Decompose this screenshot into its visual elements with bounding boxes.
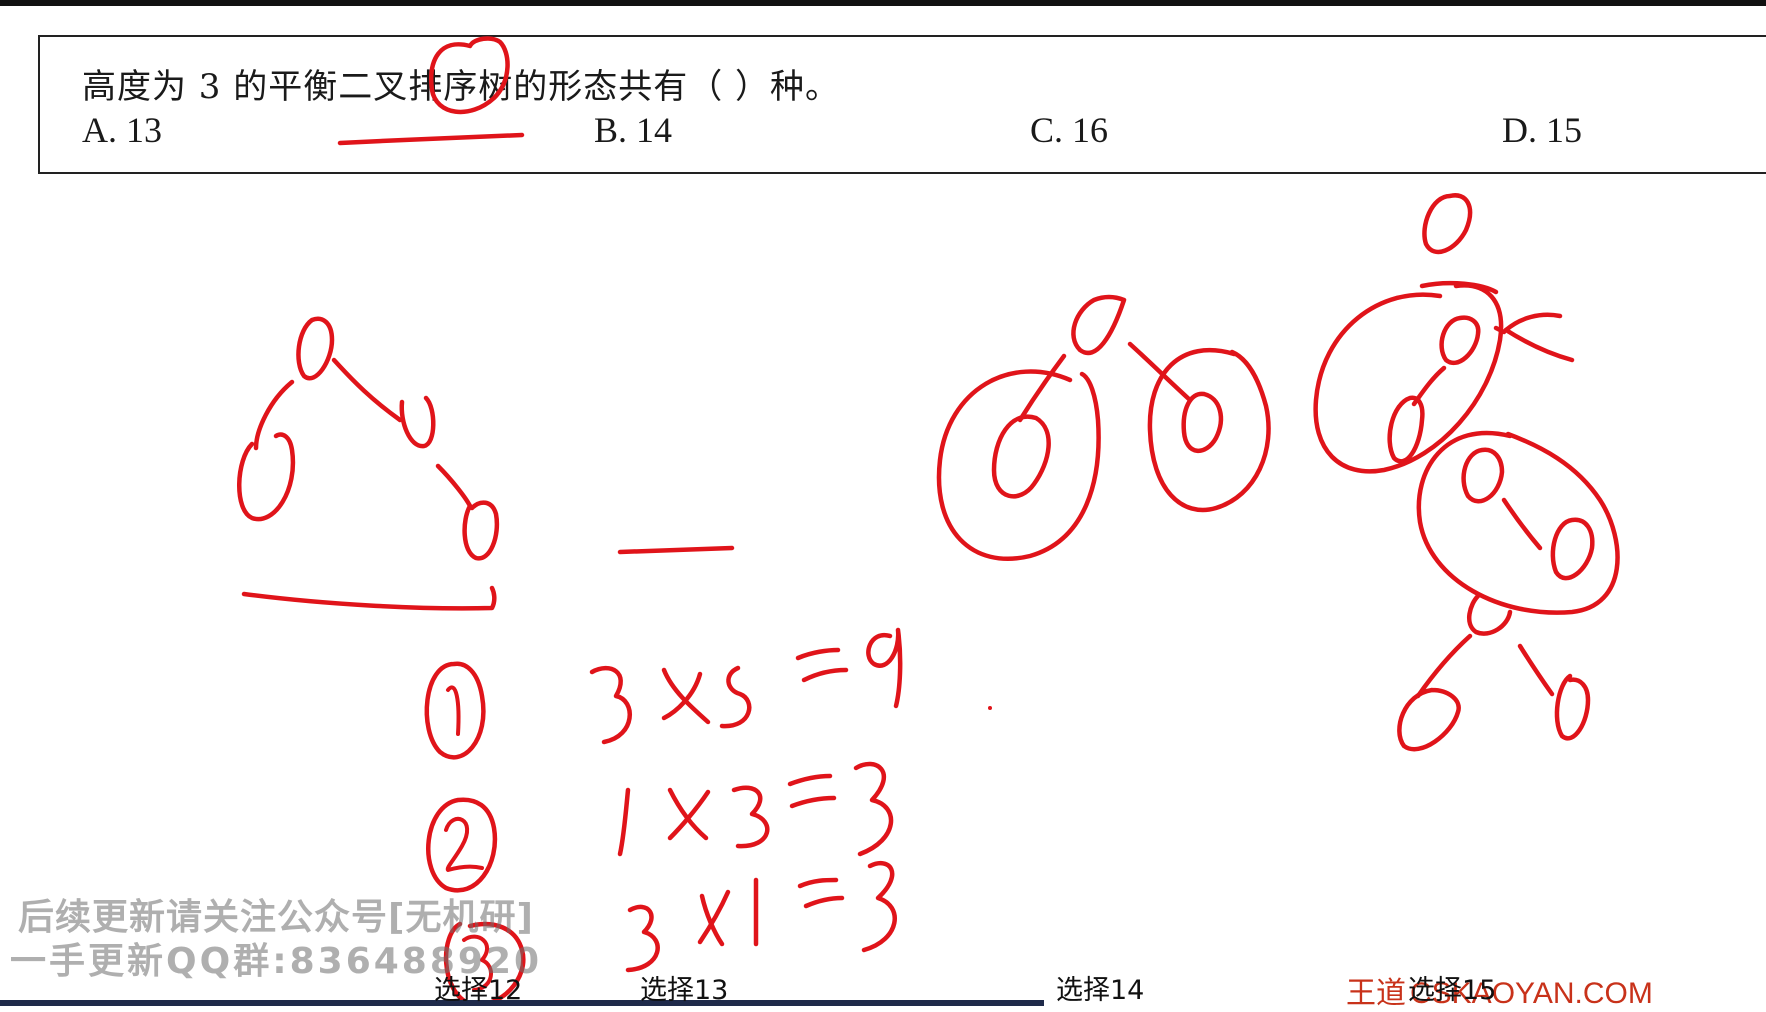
option-d: D. 15 bbox=[1502, 110, 1582, 150]
ink-equation-3 bbox=[625, 860, 897, 973]
top-bar bbox=[0, 0, 1766, 6]
option-c: C. 16 bbox=[1030, 110, 1109, 150]
ink-underline-question bbox=[337, 132, 525, 146]
bottom-progress-bar bbox=[0, 1000, 1044, 1006]
question-text: 高度为 3 的平衡二叉排序树的形态共有（ ）种。 bbox=[82, 67, 841, 107]
ink-equation-2 bbox=[617, 761, 894, 857]
watermark-line-1: 后续更新请关注公众号[无机研] bbox=[18, 897, 534, 938]
ink-dot bbox=[988, 706, 992, 710]
ink-tree-right bbox=[1313, 193, 1620, 752]
tab-select-13[interactable]: 选择13 bbox=[640, 975, 729, 1006]
option-a: A. 13 bbox=[82, 110, 162, 150]
question-box: 高度为 3 的平衡二叉排序树的形态共有（ ）种。 A. 13 B. 14 C. … bbox=[38, 35, 1766, 174]
tab-select-15[interactable]: 选择15 bbox=[1408, 975, 1497, 1006]
ink-tree-left bbox=[237, 316, 500, 611]
ink-circled-1 bbox=[424, 661, 486, 760]
brand-url: CSKAOYAN.COM bbox=[1410, 977, 1653, 1010]
brand-name: 王道 bbox=[1346, 977, 1406, 1010]
ink-circled-2 bbox=[426, 797, 498, 893]
tab-select-14[interactable]: 选择14 bbox=[1056, 975, 1145, 1006]
ink-equation-1 bbox=[589, 627, 903, 745]
ink-dash bbox=[617, 545, 735, 555]
option-b: B. 14 bbox=[594, 110, 673, 150]
watermark-line-2: 一手更新QQ群:836488920 bbox=[10, 941, 543, 982]
ink-circle-height bbox=[429, 36, 510, 115]
ink-circled-3 bbox=[443, 921, 526, 1006]
tab-select-12[interactable]: 选择12 bbox=[434, 975, 523, 1006]
ink-tree-middle bbox=[936, 294, 1271, 562]
